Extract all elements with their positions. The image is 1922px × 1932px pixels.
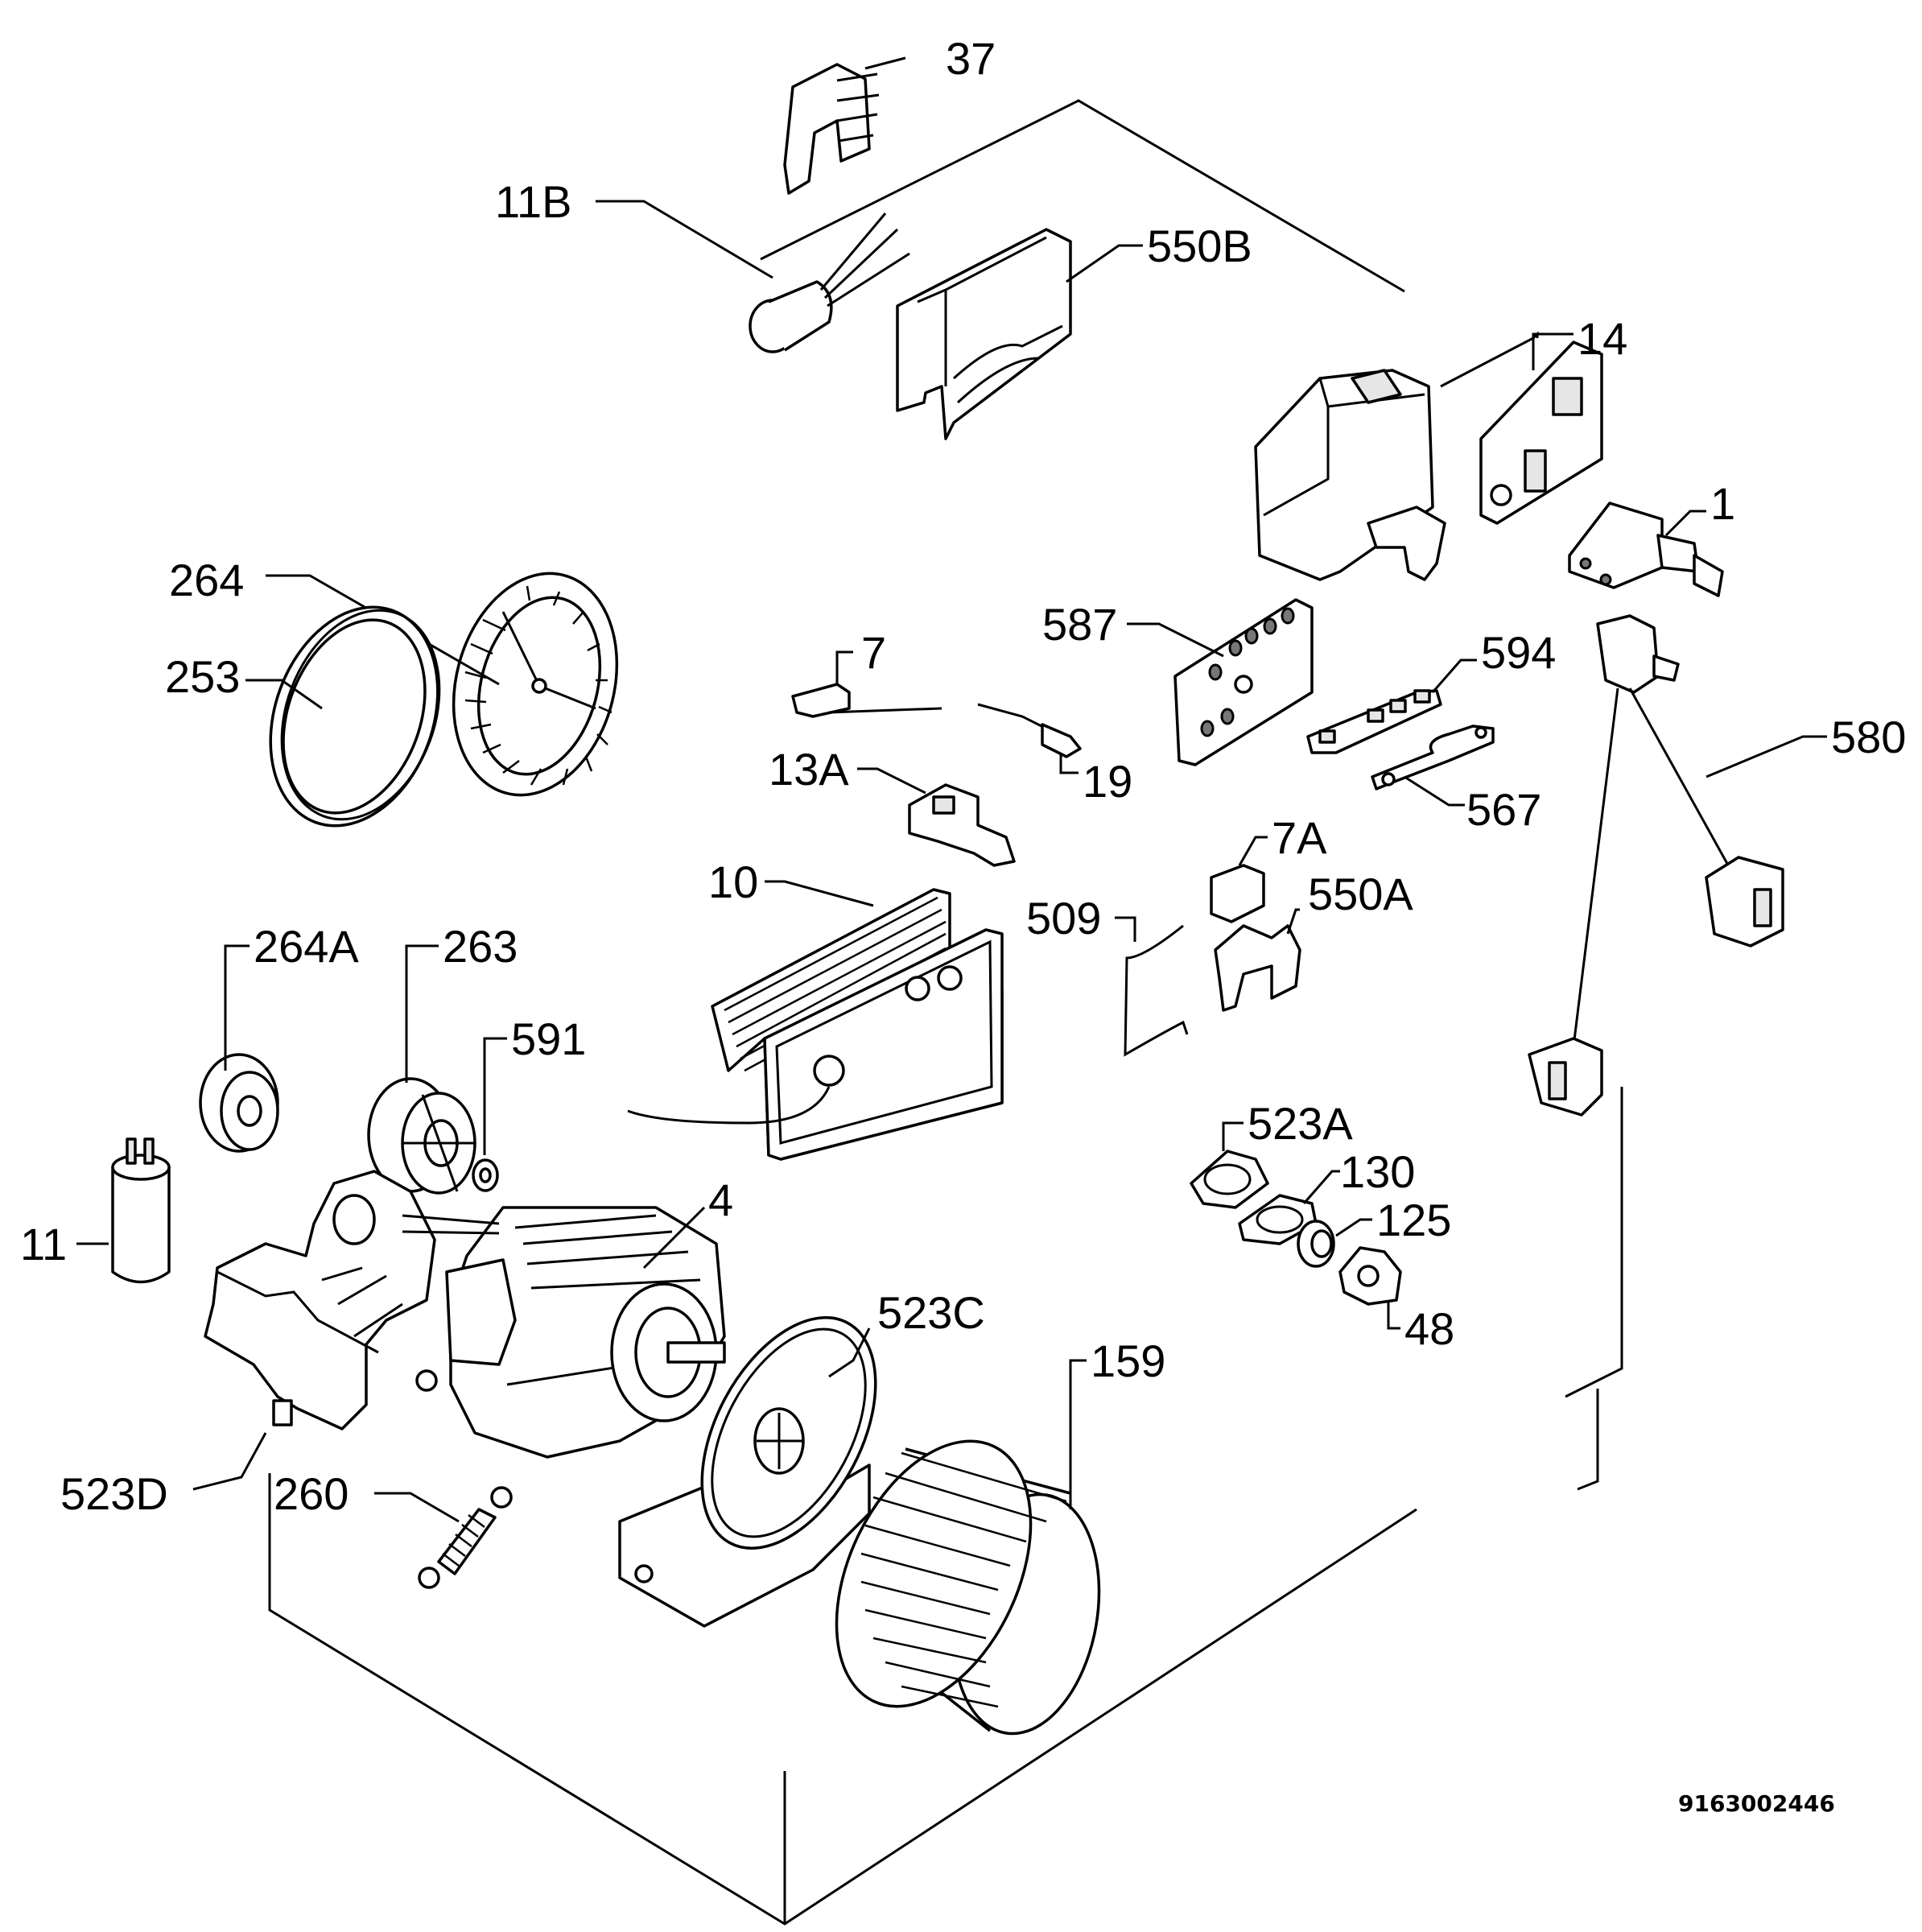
part-260-spring — [374, 1486, 513, 1589]
part-19-probe — [977, 703, 1082, 774]
part-253-belt — [245, 605, 441, 828]
part-13a-connector — [857, 767, 1016, 867]
label-509: 509 — [1026, 893, 1101, 943]
label-264: 264 — [169, 555, 244, 605]
label-11b: 11B — [495, 176, 571, 227]
part-37-bracket — [783, 56, 906, 195]
label-263: 263 — [443, 921, 518, 972]
part-523a-gasket — [1190, 1121, 1269, 1209]
label-19: 19 — [1083, 756, 1132, 807]
label-11: 11 — [20, 1219, 67, 1269]
label-523c: 523C — [877, 1287, 985, 1338]
label-594: 594 — [1481, 627, 1556, 678]
label-37: 37 — [946, 33, 996, 84]
part-591-washer — [472, 1037, 507, 1192]
label-550a: 550A — [1308, 869, 1413, 919]
label-591: 591 — [511, 1013, 586, 1064]
part-10-heater — [627, 880, 1004, 1161]
label-4: 4 — [708, 1174, 733, 1225]
part-11-capacitor — [76, 1137, 171, 1284]
label-7: 7 — [861, 627, 886, 678]
label-587: 587 — [1042, 599, 1117, 650]
part-11b-capacitor — [596, 200, 910, 353]
part-48-cap — [1338, 1246, 1402, 1330]
label-48: 48 — [1404, 1303, 1454, 1354]
part-labels: 37 11B 550B 14 1 264 253 587 594 7 19 58… — [20, 33, 1906, 1519]
label-125: 125 — [1376, 1195, 1451, 1245]
part-159-blower — [835, 1359, 1101, 1736]
label-567: 567 — [1466, 784, 1541, 835]
label-1: 1 — [1710, 478, 1735, 529]
label-159: 159 — [1091, 1335, 1165, 1386]
part-130-seal — [1238, 1170, 1340, 1245]
label-130: 130 — [1340, 1146, 1415, 1197]
label-14: 14 — [1578, 313, 1627, 364]
part-567-strip — [1371, 724, 1495, 807]
part-523d-cradle — [192, 1170, 438, 1491]
label-264a: 264A — [254, 921, 359, 972]
part-14-control-housing — [1254, 331, 1603, 581]
part-523c-bracket — [618, 1316, 877, 1628]
part-264-fan-wheel — [266, 572, 619, 797]
part-263-pulley — [367, 944, 476, 1195]
part-587-pcb — [1127, 598, 1314, 766]
label-7a: 7A — [1272, 812, 1327, 863]
label-13a: 13A — [769, 744, 849, 795]
label-550b: 550B — [1147, 221, 1252, 271]
document-number: 9163002446 — [1678, 1790, 1835, 1817]
part-509-wire — [1115, 916, 1189, 1057]
part-4-motor — [402, 1206, 726, 1459]
part-125-bearing — [1297, 1218, 1372, 1268]
part-594-contact-strip — [1306, 658, 1477, 754]
part-1-rotary-switch — [1568, 502, 1724, 597]
part-550a-bracket — [1214, 908, 1301, 1012]
label-10: 10 — [708, 857, 758, 907]
part-7-microswitch — [791, 650, 942, 718]
part-264a-pulley — [199, 944, 279, 1153]
part-550b-chute — [896, 228, 1143, 440]
label-260: 260 — [274, 1468, 349, 1519]
label-580: 580 — [1831, 712, 1906, 762]
part-580-sensor-assembly — [1528, 614, 1827, 1117]
cabinet-outline — [268, 99, 1623, 1926]
label-523a: 523A — [1248, 1098, 1353, 1149]
label-523d: 523D — [60, 1468, 168, 1519]
part-7a-switch — [1210, 836, 1268, 923]
label-253: 253 — [165, 651, 240, 702]
